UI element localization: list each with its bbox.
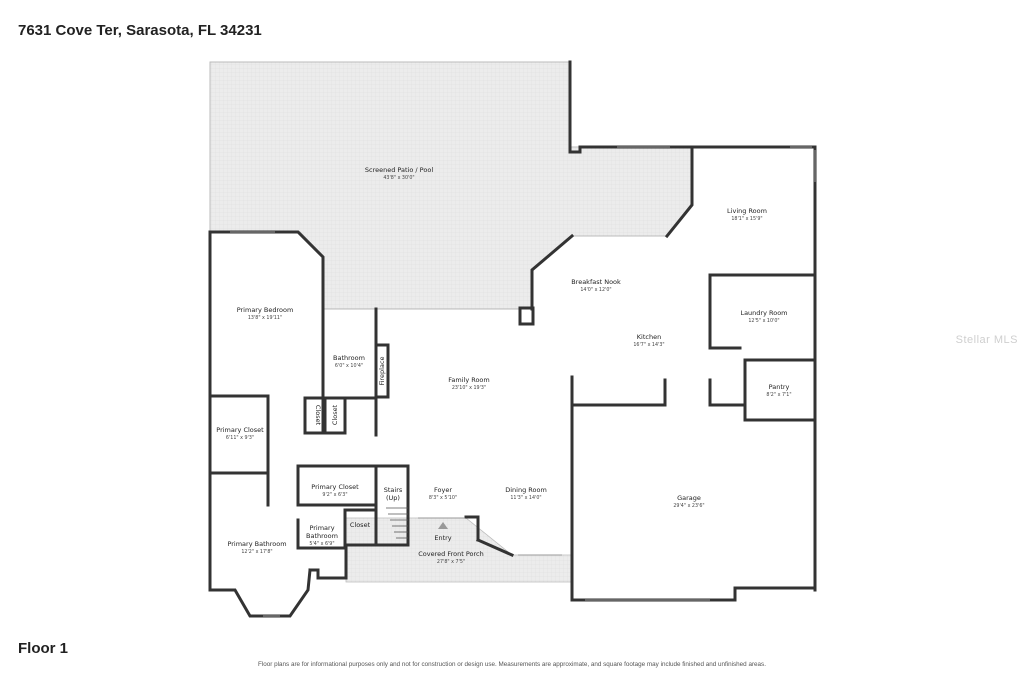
room-breakfast-nook: Breakfast Nook 14'0" x 12'0": [571, 278, 621, 293]
svg-text:Pantry: Pantry: [769, 383, 790, 391]
svg-text:9'2" x 6'3": 9'2" x 6'3": [322, 492, 347, 498]
svg-text:12'5" x 10'0": 12'5" x 10'0": [748, 318, 779, 324]
svg-text:Living Room: Living Room: [727, 207, 767, 215]
svg-text:18'1" x 15'9": 18'1" x 15'9": [731, 216, 762, 222]
stair-treads: [386, 507, 408, 539]
property-address: 7631 Cove Ter, Sarasota, FL 34231: [18, 22, 262, 39]
room-primary-bath: Primary Bathroom 12'2" x 17'8": [227, 540, 286, 555]
room-porch: Covered Front Porch 27'8" x 7'5": [418, 550, 483, 565]
svg-text:Primary Closet: Primary Closet: [311, 483, 359, 491]
svg-text:Breakfast Nook: Breakfast Nook: [571, 278, 621, 286]
svg-text:43'8" x 30'0": 43'8" x 30'0": [383, 175, 414, 181]
svg-text:6'0" x 10'4": 6'0" x 10'4": [335, 363, 363, 369]
mls-watermark: Stellar MLS: [955, 334, 1018, 346]
closet-label-3: Closet: [350, 521, 371, 529]
room-dining: Dining Room 11'3" x 14'0": [505, 486, 547, 501]
patio-area: [209, 61, 693, 310]
windows: [230, 146, 816, 617]
svg-text:6'11" x 9'3": 6'11" x 9'3": [226, 435, 254, 441]
svg-text:Primary: Primary: [309, 524, 334, 532]
closet-label-2: Closet: [331, 404, 339, 425]
room-primary-closet-2: Primary Closet 9'2" x 6'3": [311, 483, 359, 498]
stairs-up-label: (Up): [386, 494, 400, 502]
svg-text:8'3" x 5'10": 8'3" x 5'10": [429, 495, 457, 501]
room-bathroom: Bathroom 6'0" x 10'4": [333, 354, 365, 369]
fireplace-label: Fireplace: [378, 356, 386, 385]
entry-arrow-icon: [438, 522, 448, 529]
room-garage: Garage 29'4" x 23'6": [673, 494, 704, 509]
svg-text:8'2" x 7'1": 8'2" x 7'1": [766, 392, 791, 398]
room-patio: Screened Patio / Pool 43'8" x 30'0": [365, 166, 433, 181]
svg-text:11'3" x 14'0": 11'3" x 14'0": [510, 495, 541, 501]
svg-text:5'4" x 6'9": 5'4" x 6'9": [309, 541, 334, 547]
svg-text:Laundry Room: Laundry Room: [740, 309, 787, 317]
room-pantry: Pantry 8'2" x 7'1": [766, 383, 791, 398]
closet-label-1: Closet: [314, 405, 322, 426]
room-living: Living Room 18'1" x 15'9": [727, 207, 767, 222]
floor-label: Floor 1: [18, 640, 69, 657]
svg-text:27'8" x 7'5": 27'8" x 7'5": [437, 559, 465, 565]
svg-text:Dining Room: Dining Room: [505, 486, 547, 494]
disclaimer: Floor plans are for informational purpos…: [258, 661, 766, 668]
svg-text:29'4" x 23'6": 29'4" x 23'6": [673, 503, 704, 509]
svg-text:Family Room: Family Room: [448, 376, 490, 384]
svg-text:Screened Patio / Pool: Screened Patio / Pool: [365, 166, 433, 174]
room-primary-bedroom: Primary Bedroom 13'8" x 19'11": [237, 306, 294, 321]
svg-text:13'8" x 19'11": 13'8" x 19'11": [248, 315, 282, 321]
stairs-label: Stairs: [384, 486, 403, 494]
svg-text:23'10" x 19'3": 23'10" x 19'3": [452, 385, 486, 391]
svg-text:Covered Front Porch: Covered Front Porch: [418, 550, 483, 558]
room-primary-closet-1: Primary Closet 6'11" x 9'3": [216, 426, 264, 441]
svg-text:Foyer: Foyer: [434, 486, 452, 494]
svg-text:Bathroom: Bathroom: [306, 532, 338, 540]
svg-text:Kitchen: Kitchen: [637, 333, 661, 341]
svg-text:Primary Closet: Primary Closet: [216, 426, 264, 434]
room-family: Family Room 23'10" x 19'3": [448, 376, 490, 391]
svg-text:Garage: Garage: [677, 494, 701, 502]
svg-text:Bathroom: Bathroom: [333, 354, 365, 362]
svg-text:14'0" x 12'0": 14'0" x 12'0": [580, 287, 611, 293]
svg-text:Primary Bedroom: Primary Bedroom: [237, 306, 294, 314]
walls: [208, 60, 817, 618]
room-foyer: Foyer 8'3" x 5'10": [429, 486, 457, 501]
entry-label: Entry: [434, 534, 451, 542]
svg-text:Primary Bathroom: Primary Bathroom: [227, 540, 286, 548]
room-primary-bath-small: Primary Bathroom 5'4" x 6'9": [306, 524, 338, 547]
svg-text:16'7" x 14'3": 16'7" x 14'3": [633, 342, 664, 348]
svg-text:12'2" x 17'8": 12'2" x 17'8": [241, 549, 272, 555]
room-kitchen: Kitchen 16'7" x 14'3": [633, 333, 664, 348]
room-laundry: Laundry Room 12'5" x 10'0": [740, 309, 787, 324]
